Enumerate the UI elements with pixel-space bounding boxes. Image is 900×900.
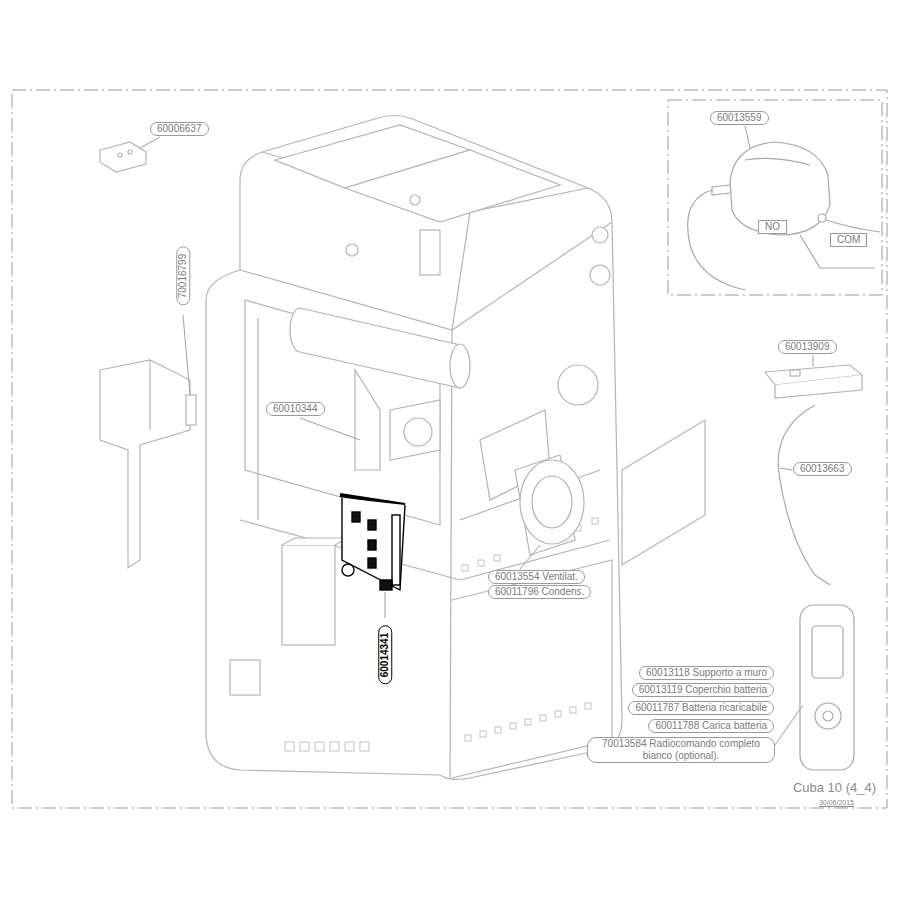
callout-number: 70016799 xyxy=(176,247,190,306)
loose-parts xyxy=(100,142,862,568)
part-label: 60011796 Condens. xyxy=(488,585,591,599)
remote-control xyxy=(800,605,854,770)
callout-number: 60013663 xyxy=(793,462,852,476)
drawing-frame xyxy=(12,90,887,808)
part-label: 60013118 Supporto a muro xyxy=(639,666,774,680)
callout-number: 60010344 xyxy=(266,402,325,416)
stove-body xyxy=(206,116,622,780)
part-label: 60013119 Coperchio batteria xyxy=(632,683,774,697)
drawing-date: 30/06/2015 xyxy=(817,799,856,807)
part-label: 60011787 Batteria ricaricabile xyxy=(628,701,774,715)
terminal-label: COM xyxy=(830,233,867,247)
part-label: 70013584 Radiocomando completo bianco (o… xyxy=(587,737,775,763)
callout-number: 60006637 xyxy=(150,122,209,136)
cable xyxy=(778,405,830,585)
detail-frame xyxy=(668,100,882,295)
callout-number: 60014341 xyxy=(378,626,392,685)
callout-number: 60013559 xyxy=(710,111,769,125)
part-label: 60011788 Carica batteria xyxy=(648,719,774,733)
panel-slots xyxy=(285,518,598,751)
sheet-caption: Cuba 10 (4_4) xyxy=(791,780,878,795)
fan xyxy=(515,420,705,565)
leader-lines xyxy=(140,126,813,745)
terminal-label: NO xyxy=(758,220,787,234)
part-label: 60013554 Ventilat. xyxy=(488,570,585,584)
control-board xyxy=(340,495,405,590)
pressure-switch xyxy=(688,142,880,290)
callout-number: 60013909 xyxy=(778,340,837,354)
